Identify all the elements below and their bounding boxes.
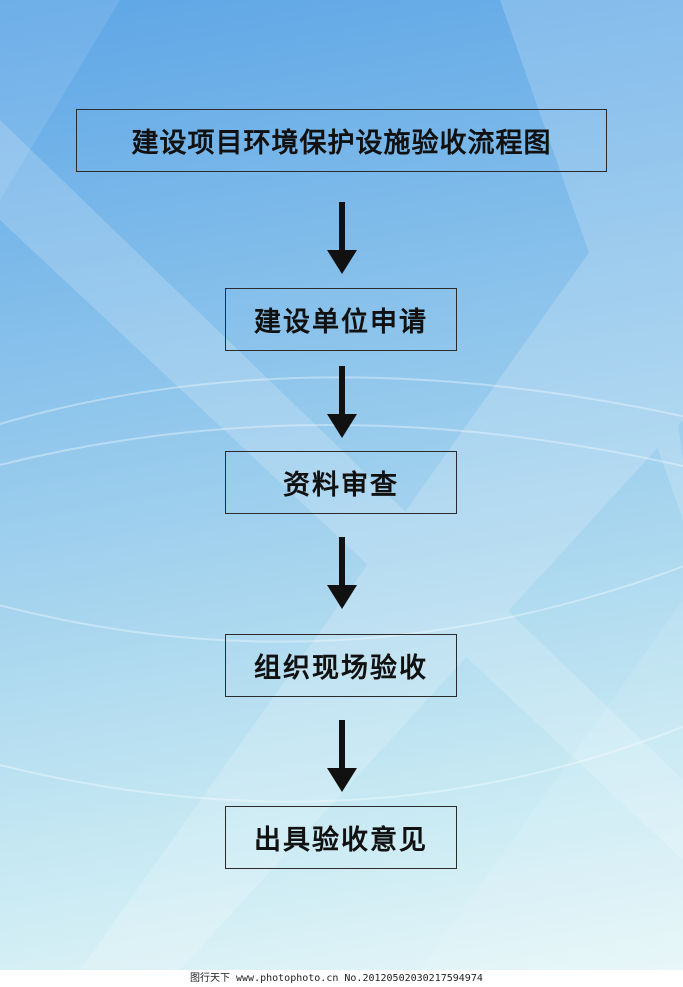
flowchart-title: 建设项目环境保护设施验收流程图 <box>76 109 607 172</box>
step-document-review: 资料审查 <box>225 451 457 514</box>
step-application: 建设单位申请 <box>225 288 457 351</box>
step-issue-opinion: 出具验收意见 <box>225 806 457 869</box>
watermark-footer: 图行天下 www.photophoto.cn No.20120502030217… <box>0 970 683 987</box>
step-site-inspection: 组织现场验收 <box>225 634 457 697</box>
arrow-down-icon <box>327 720 357 792</box>
arrow-down-icon <box>327 366 357 438</box>
arrow-down-icon <box>327 537 357 609</box>
arrow-down-icon <box>327 202 357 274</box>
